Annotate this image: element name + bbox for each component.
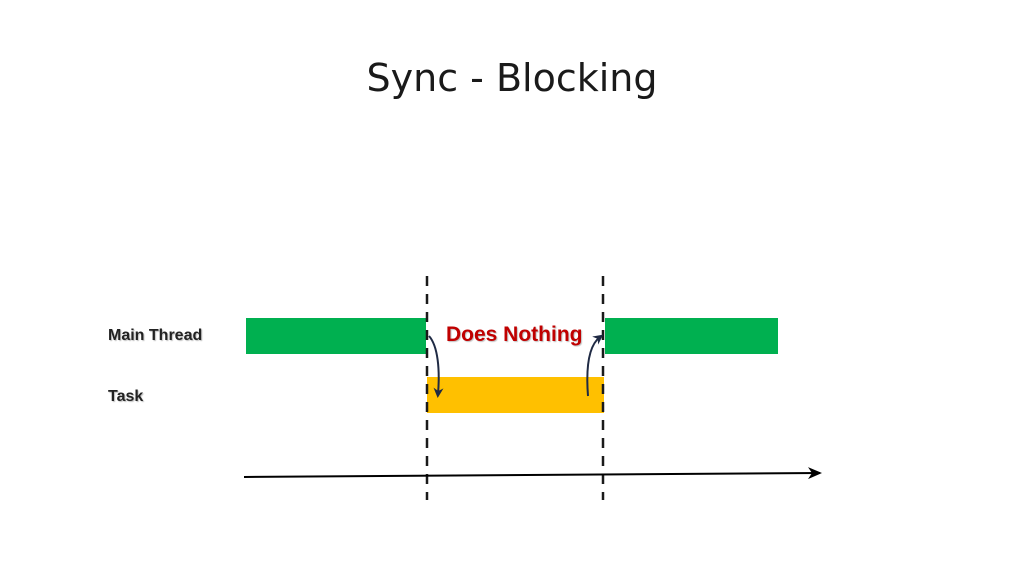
does-nothing-callout: Does Nothing: [446, 323, 583, 346]
curved-arrow-up-icon: [586, 334, 604, 397]
task-label: Task: [108, 388, 144, 405]
main-thread-label: Main Thread: [108, 327, 203, 344]
arrow-right-icon: [243, 467, 822, 480]
task-bar: [427, 377, 604, 413]
curved-arrow-down-icon: [428, 335, 444, 398]
main-thread-bar-after: [605, 318, 778, 354]
main-thread-bar-before: [246, 318, 426, 354]
slide-title: Sync - Blocking: [366, 56, 658, 100]
